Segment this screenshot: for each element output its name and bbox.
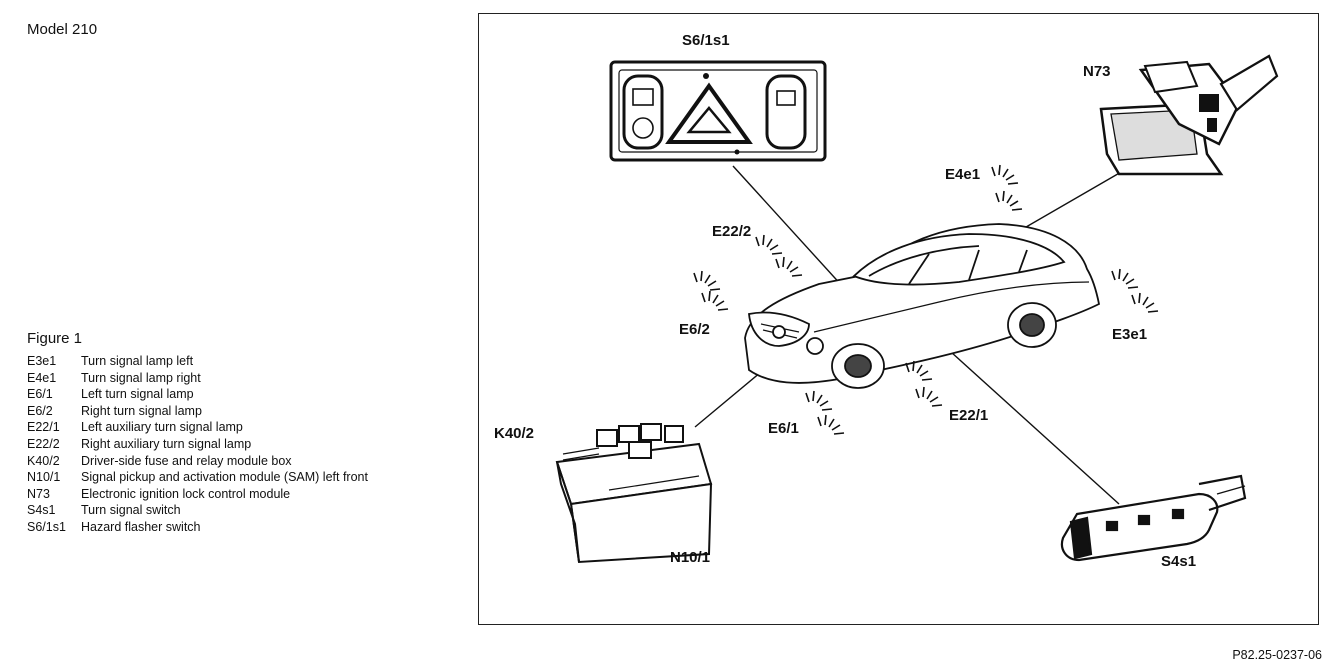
car-illustration	[744, 223, 1101, 389]
legend-description: Right auxiliary turn signal lamp	[81, 436, 252, 451]
legend-item: N10/1 Signal pickup and activation module…	[27, 469, 368, 486]
legend-item: E4e1 Turn signal lamp right	[27, 370, 368, 387]
reference-code: P82.25-0237-06	[1232, 648, 1322, 662]
legend-description: Signal pickup and activation module (SAM…	[81, 470, 368, 485]
legend-item: S4s1 Turn signal switch	[27, 502, 368, 519]
legend-item: S6/1s1 Hazard flasher switch	[27, 519, 368, 536]
legend-description: Left auxiliary turn signal lamp	[81, 420, 243, 435]
legend-description: Electronic ignition lock control module	[81, 486, 291, 501]
legend-code: K40/2	[27, 453, 60, 468]
callout-e22-2: E22/2	[712, 223, 751, 240]
model-title: Model 210	[27, 21, 98, 38]
ignition-module-icon	[1099, 54, 1279, 176]
callout-e4e1: E4e1	[945, 166, 980, 183]
legend-item: E22/1 Left auxiliary turn signal lamp	[27, 419, 368, 436]
fuse-relay-box-icon	[555, 423, 713, 564]
callout-s6-1s1: S6/1s1	[682, 32, 730, 49]
legend-description: Turn signal switch	[81, 503, 181, 518]
legend-code: N73	[27, 486, 50, 501]
legend-code: E4e1	[27, 370, 57, 385]
legend-item: E6/1 Left turn signal lamp	[27, 386, 368, 403]
legend-description: Turn signal lamp left	[81, 354, 194, 368]
callout-s4s1: S4s1	[1161, 553, 1196, 570]
legend-code: E6/1	[27, 387, 53, 402]
legend-description: Left turn signal lamp	[81, 387, 194, 402]
legend-title: Figure 1	[27, 330, 83, 347]
legend-code: S6/1s1	[27, 519, 66, 534]
legend-description: Turn signal lamp right	[81, 370, 201, 385]
legend-code: E22/1	[27, 420, 60, 435]
legend-item: E6/2 Right turn signal lamp	[27, 403, 368, 420]
legend-item: E3e1 Turn signal lamp left	[27, 353, 368, 370]
legend-code: S4s1	[27, 503, 56, 518]
callout-n10-1: N10/1	[670, 549, 710, 566]
callout-e6-2: E6/2	[679, 321, 710, 338]
legend-code: N10/1	[27, 470, 61, 485]
turn-signal-switch-icon	[1060, 474, 1247, 562]
component-diagram: S6/1s1 N73 E4e1 E22/2 E6/2 E3e1 K40/2 E6…	[494, 32, 1279, 570]
legend-item: N73 Electronic ignition lock control modu…	[27, 486, 368, 503]
legend-description: Hazard flasher switch	[81, 519, 201, 534]
callout-e3e1: E3e1	[1112, 326, 1147, 343]
callout-e6-1: E6/1	[768, 420, 799, 437]
legend-code: E22/2	[27, 436, 60, 451]
legend-item: E22/2 Right auxiliary turn signal lamp	[27, 436, 368, 453]
legend-description: Driver-side fuse and relay module box	[81, 453, 292, 468]
callout-n73: N73	[1083, 63, 1111, 80]
hazard-switch-icon	[609, 60, 827, 162]
figure-frame: S6/1s1 N73 E4e1 E22/2 E6/2 E3e1 K40/2 E6…	[478, 13, 1319, 625]
callout-e22-1: E22/1	[949, 407, 988, 424]
legend-code: E6/2	[27, 403, 53, 418]
legend-code: E3e1	[27, 354, 57, 368]
legend-description: Right turn signal lamp	[81, 403, 202, 418]
callout-k40-2: K40/2	[494, 425, 534, 442]
legend-item: K40/2 Driver-side fuse and relay module b…	[27, 453, 368, 470]
